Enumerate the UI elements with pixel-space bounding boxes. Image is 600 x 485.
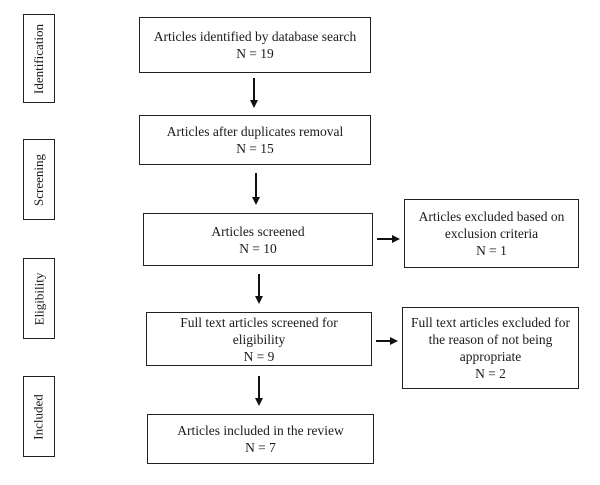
- box-articles-after-duplicates: Articles after duplicates removal N = 15: [139, 115, 371, 165]
- box-excluded-criteria-count: N = 1: [476, 243, 507, 258]
- stage-label-screening-text: Screening: [31, 153, 47, 206]
- stage-label-eligibility: Eligibility: [23, 258, 55, 339]
- box-full-text-screened: Full text articles screened for eligibil…: [146, 312, 372, 366]
- box-articles-included-count: N = 7: [245, 440, 276, 455]
- stage-label-eligibility-text: Eligibility: [31, 272, 47, 325]
- stage-label-screening: Screening: [23, 139, 55, 220]
- box-articles-included: Articles included in the review N = 7: [147, 414, 374, 464]
- box-articles-screened: Articles screened N = 10: [143, 213, 373, 266]
- box-excluded-criteria: Articles excluded based on exclusion cri…: [404, 199, 579, 268]
- box-articles-screened-count: N = 10: [239, 240, 277, 256]
- box-articles-identified-count: N = 19: [236, 46, 274, 61]
- box-articles-after-duplicates-count: N = 15: [236, 141, 274, 156]
- stage-label-identification-text: Identification: [31, 23, 46, 94]
- box-full-text-excluded-line1: Full text articles excluded for: [411, 315, 570, 330]
- box-articles-identified: Articles identified by database search N…: [139, 17, 371, 73]
- box-full-text-excluded-line3: appropriate: [459, 349, 522, 364]
- box-articles-identified-title: Articles identified by database search: [153, 29, 357, 44]
- box-full-text-screened-count: N = 9: [243, 348, 275, 364]
- box-full-text-excluded: Full text articles excluded for the reas…: [402, 307, 579, 389]
- box-articles-included-title: Articles included in the review: [177, 423, 344, 438]
- box-articles-screened-title: Articles screened: [211, 223, 305, 239]
- box-excluded-criteria-line2: exclusion criteria: [444, 226, 539, 241]
- box-full-text-excluded-line2: the reason of not being: [428, 332, 553, 347]
- box-articles-after-duplicates-title: Articles after duplicates removal: [166, 124, 344, 139]
- box-excluded-criteria-line1: Articles excluded based on: [418, 209, 565, 224]
- stage-label-identification: Identification: [23, 14, 55, 103]
- stage-label-included-text: Included: [31, 393, 47, 440]
- box-full-text-excluded-count: N = 2: [475, 366, 506, 381]
- box-full-text-screened-title: Full text articles screened for eligibil…: [180, 314, 338, 347]
- stage-label-included: Included: [23, 376, 55, 457]
